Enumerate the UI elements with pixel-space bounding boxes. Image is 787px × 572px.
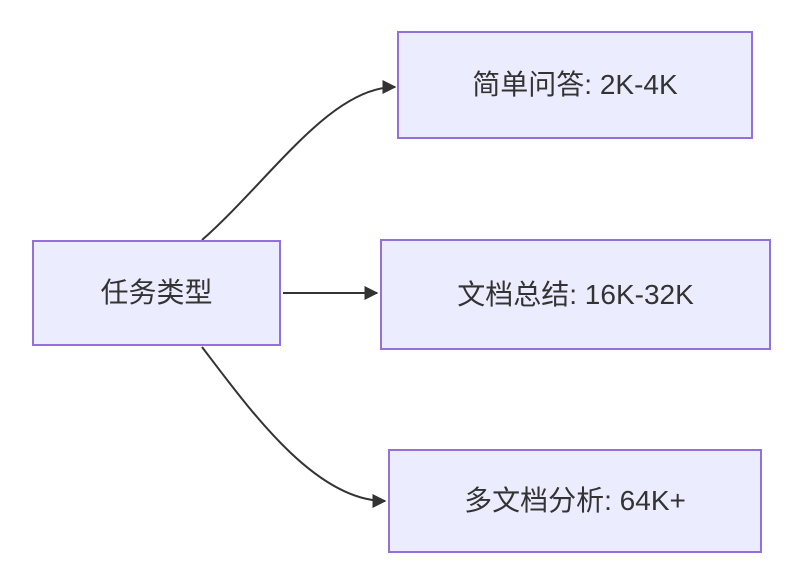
edge-task-type-to-multi-doc (201, 346, 387, 508)
node-task-type: 任务类型 (32, 240, 281, 346)
node-doc-summary-label: 文档总结: 16K-32K (457, 278, 694, 310)
node-simple-qa: 简单问答: 2K-4K (397, 31, 753, 139)
node-simple-qa-label: 简单问答: 2K-4K (472, 69, 678, 101)
edge-task-type-to-simple-qa (201, 80, 397, 241)
node-doc-summary: 文档总结: 16K-32K (380, 239, 771, 350)
node-multi-doc: 多文档分析: 64K+ (388, 449, 762, 553)
node-task-type-label: 任务类型 (100, 277, 213, 309)
node-multi-doc-label: 多文档分析: 64K+ (464, 485, 686, 517)
